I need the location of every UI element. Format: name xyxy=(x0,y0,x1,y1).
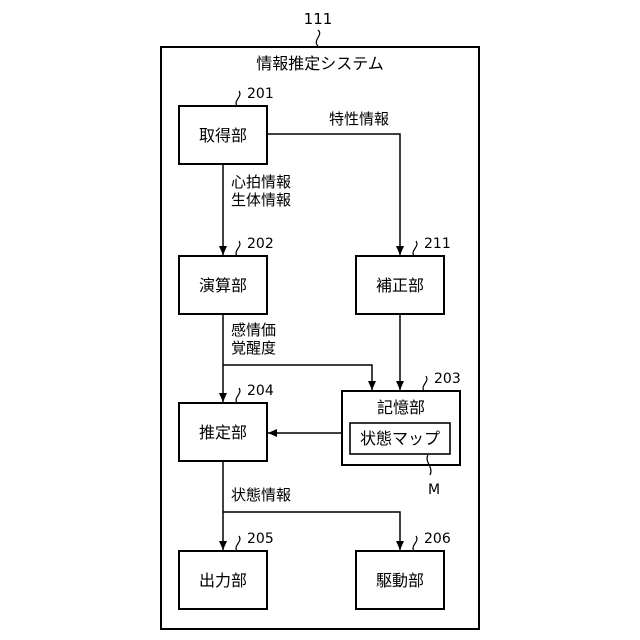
storage-ref-label: 203 xyxy=(434,371,461,387)
correction-ref-label: 211 xyxy=(424,236,451,252)
estimation-ref-label: 204 xyxy=(247,383,274,399)
state-map-ref-label: M xyxy=(428,482,440,498)
signal-emotion-value-label: 感情価 xyxy=(231,321,276,339)
system-title: 情報推定システム xyxy=(256,54,384,73)
output-ref-label: 205 xyxy=(247,531,274,547)
signal-arousal-label: 覚醒度 xyxy=(231,339,276,357)
signal-biometric-label: 生体情報 xyxy=(231,191,291,209)
acquisition-unit-label: 取得部 xyxy=(199,126,247,145)
signal-characteristic-label: 特性情報 xyxy=(329,110,389,128)
acquisition-ref-label: 201 xyxy=(247,86,274,102)
drive-unit-label: 駆動部 xyxy=(376,571,424,590)
signal-state-info-label: 状態情報 xyxy=(231,486,291,504)
signal-heart-rate-label: 心拍情報 xyxy=(231,173,291,191)
output-unit-label: 出力部 xyxy=(199,571,247,590)
computation-unit-label: 演算部 xyxy=(199,276,247,295)
estimation-unit-label: 推定部 xyxy=(199,423,247,442)
computation-ref-label: 202 xyxy=(247,236,274,252)
state-map-label: 状態マップ xyxy=(360,429,440,448)
figure-ref-leader xyxy=(316,30,319,46)
correction-unit-label: 補正部 xyxy=(376,276,424,295)
drive-ref-label: 206 xyxy=(424,531,451,547)
figure-ref-label: 111 xyxy=(304,10,333,28)
storage-unit-label: 記憶部 xyxy=(377,398,425,417)
